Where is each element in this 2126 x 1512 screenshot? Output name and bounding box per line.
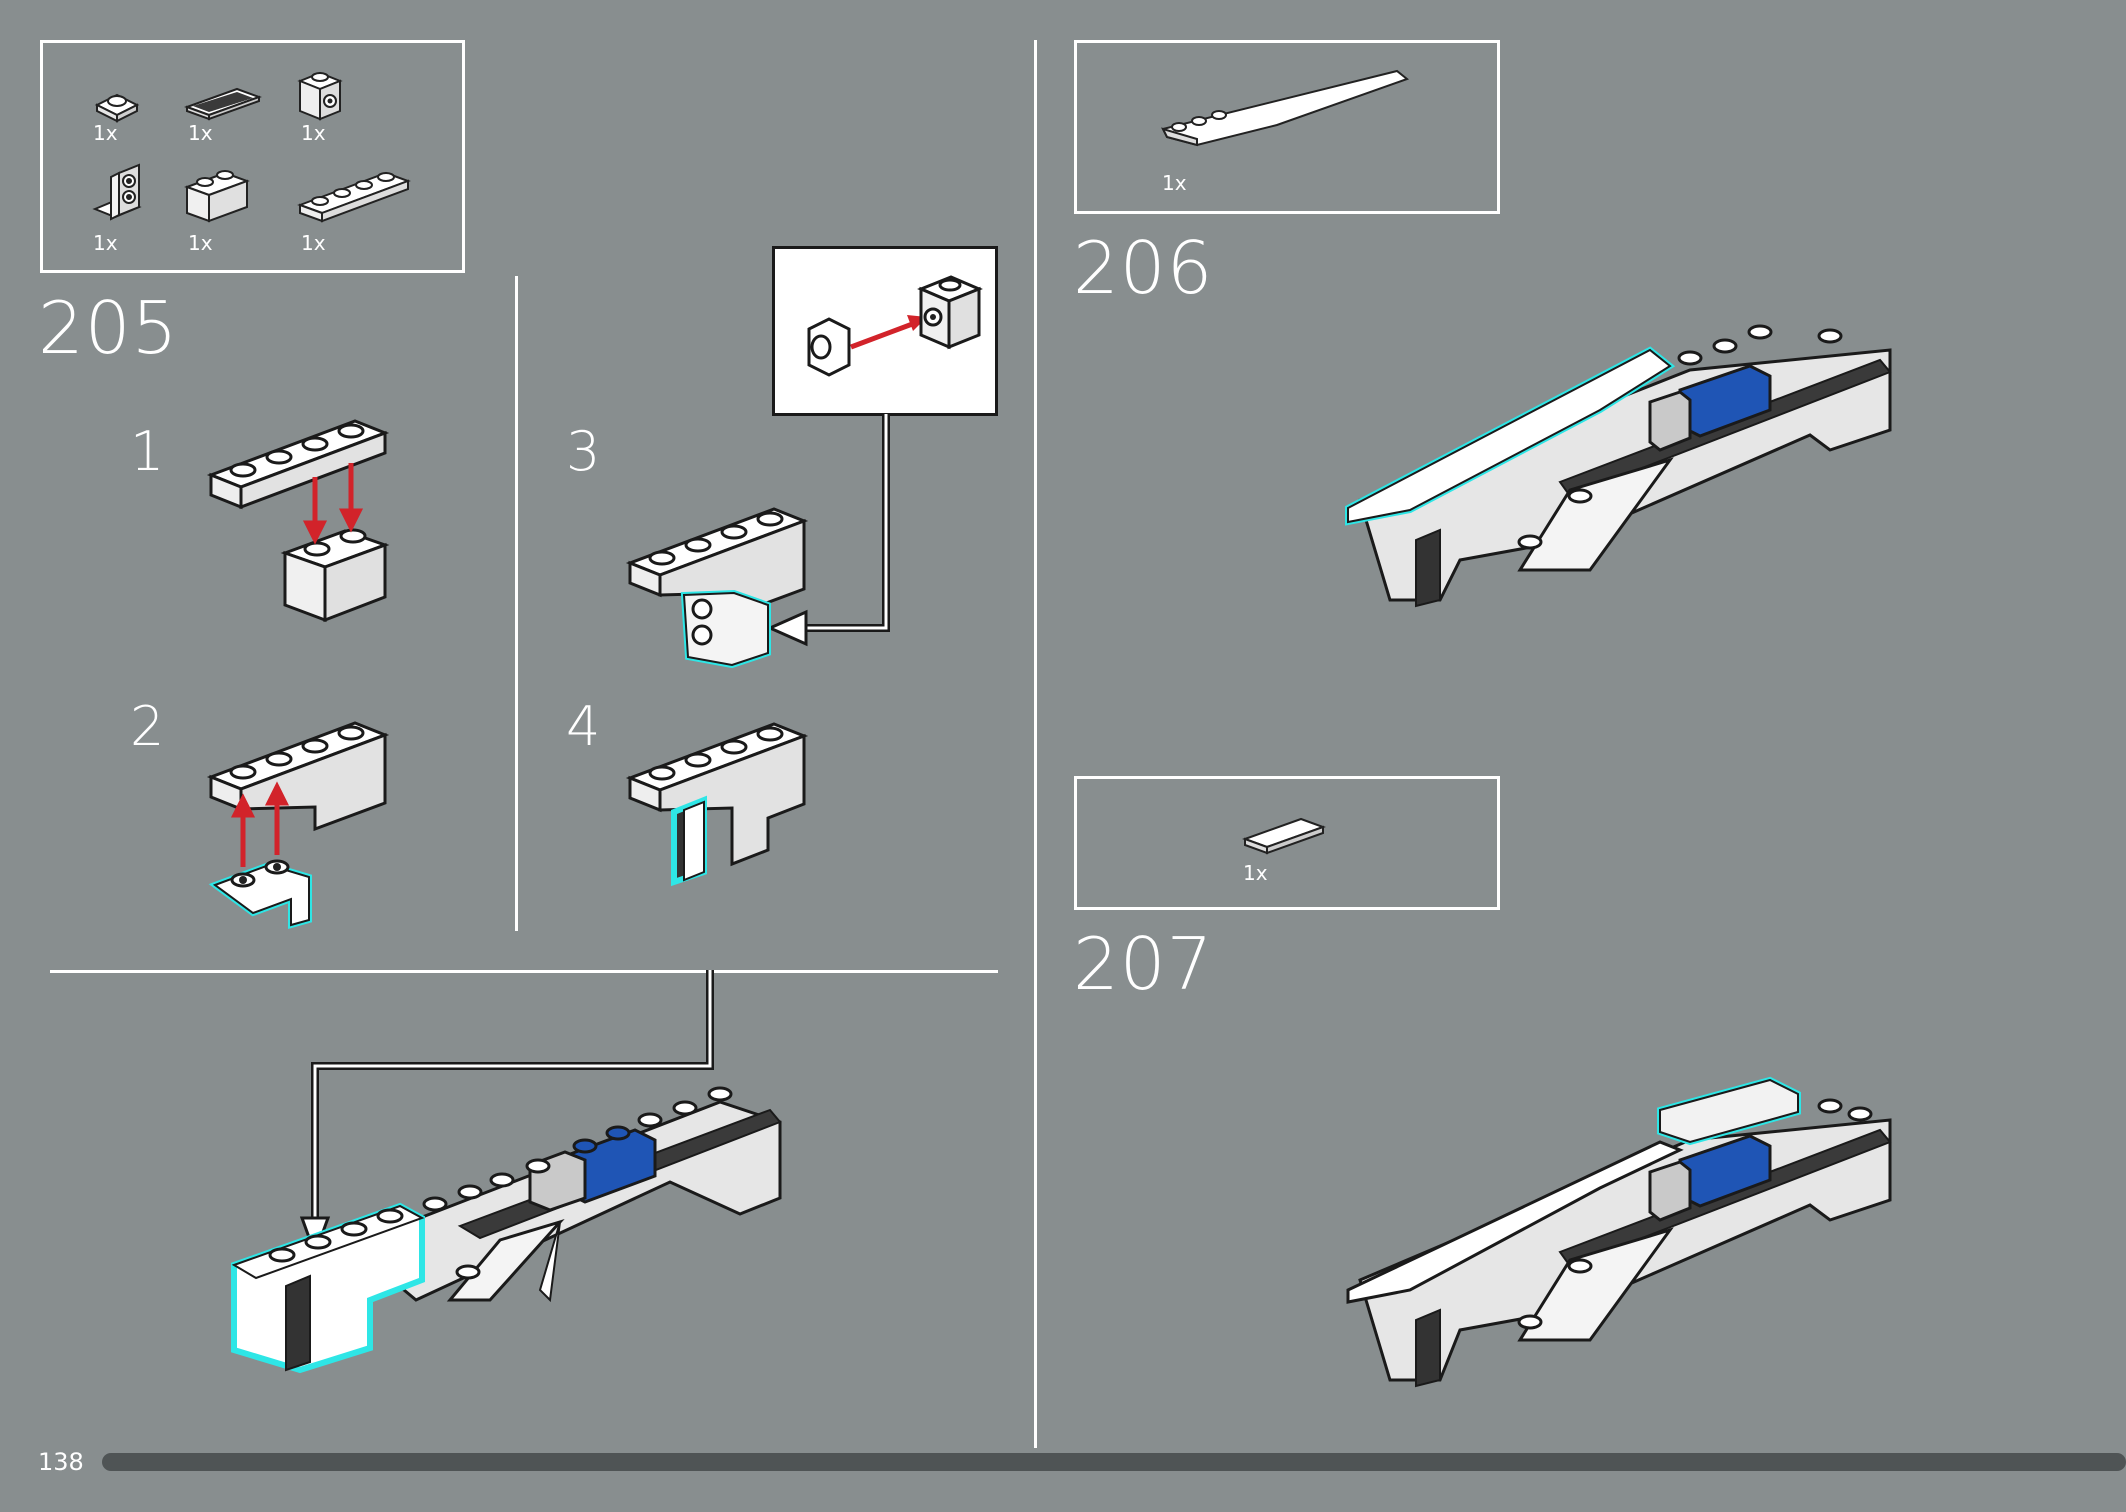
substep-4-illustration bbox=[625, 722, 809, 887]
step-number-205: 205 bbox=[38, 286, 179, 370]
part-qty: 1x bbox=[188, 231, 213, 255]
step-number-206: 206 bbox=[1073, 226, 1214, 310]
bracket-two-stud-icon bbox=[92, 163, 142, 221]
substep-divider-horizontal bbox=[50, 970, 998, 973]
callout-pointer-arrow bbox=[766, 414, 890, 647]
part-qty: 1x bbox=[188, 121, 213, 145]
substep-divider-vertical bbox=[515, 276, 518, 931]
page-column-divider bbox=[1034, 40, 1037, 1448]
parts-list-207: 1x bbox=[1074, 776, 1500, 910]
part-qty: 1x bbox=[301, 231, 326, 255]
part-qty: 1x bbox=[1162, 171, 1187, 195]
part-qty: 1x bbox=[93, 231, 118, 255]
substep-number-1: 1 bbox=[130, 420, 165, 483]
substep-number-2: 2 bbox=[130, 695, 165, 758]
step-207-assembly bbox=[1346, 1076, 1892, 1388]
part-qty: 1x bbox=[93, 121, 118, 145]
substep-3-callout bbox=[772, 246, 998, 416]
page-progress-bar bbox=[102, 1453, 2126, 1471]
part-qty: 1x bbox=[1243, 861, 1268, 885]
substep-number-3: 3 bbox=[566, 420, 601, 483]
plate-1x1-rounded-icon bbox=[94, 93, 140, 123]
brick-1x2-icon bbox=[184, 170, 250, 223]
tile-black-2x4-icon bbox=[184, 87, 262, 121]
substep-number-4: 4 bbox=[566, 695, 601, 758]
parts-list-206: 1x bbox=[1074, 40, 1500, 214]
substep-3-illustration bbox=[625, 507, 809, 669]
parts-list-205: 1x 1x 1x 1x 1x bbox=[40, 40, 465, 273]
stud-insert-icon bbox=[807, 275, 983, 377]
tile-1x2-white-icon bbox=[1242, 817, 1326, 855]
plate-1x4-icon bbox=[297, 171, 411, 223]
page-number: 138 bbox=[38, 1448, 84, 1476]
step-206-assembly bbox=[1345, 324, 1892, 608]
step-205-assembly bbox=[231, 970, 782, 1374]
step-number-207: 207 bbox=[1073, 922, 1214, 1006]
substep-2-illustration bbox=[206, 721, 390, 929]
part-qty: 1x bbox=[301, 121, 326, 145]
substep-1-illustration bbox=[206, 419, 390, 623]
curved-slope-long-icon bbox=[1161, 69, 1410, 147]
brick-1x1-stud-side-icon bbox=[297, 71, 343, 121]
